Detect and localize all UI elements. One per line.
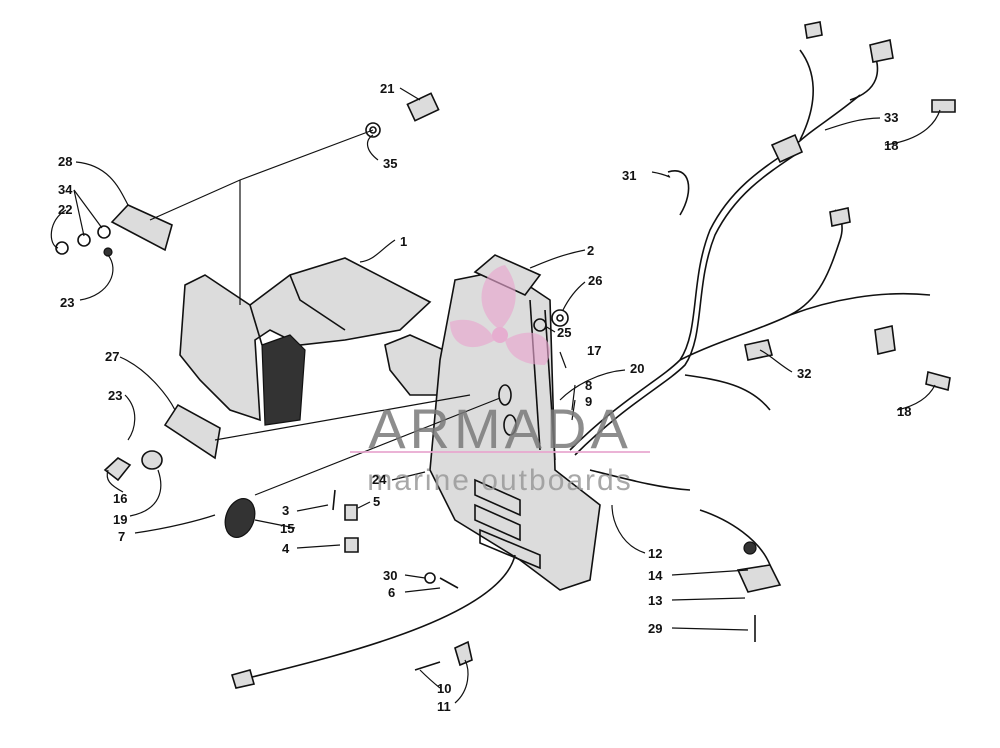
callout-18-upper: 18: [884, 138, 898, 153]
connector-18-lower: [925, 370, 951, 392]
mount-plate-28: [110, 204, 173, 252]
console-housing: [179, 257, 472, 426]
callout-5: 5: [373, 494, 380, 509]
callout-11: 11: [437, 699, 451, 714]
terminal-block-13: [736, 541, 782, 642]
callout-12: 12: [648, 546, 662, 561]
callout-28: 28: [58, 154, 72, 169]
callout-24: 24: [372, 472, 387, 487]
callout-18-lower: 18: [897, 404, 911, 419]
callout-23-lower: 23: [108, 388, 122, 403]
switch-16-19: [103, 450, 163, 482]
callout-22: 22: [58, 202, 72, 217]
connector-10-11: [414, 640, 473, 671]
callout-6: 6: [388, 585, 395, 600]
callout-14: 14: [648, 568, 663, 583]
nut-26: [533, 309, 569, 332]
callout-19: 19: [113, 512, 127, 527]
callout-13: 13: [648, 593, 662, 608]
watermark-subtitle: marine outboards: [367, 464, 632, 497]
callout-7: 7: [118, 529, 125, 544]
callout-34: 34: [58, 182, 73, 197]
callout-27: 27: [105, 349, 119, 364]
callout-35: 35: [383, 156, 397, 171]
clip-31: [667, 170, 690, 216]
callout-labels: 21 35 28 34 22 23 1 2 26 25 17 20 8 9 27…: [58, 81, 911, 714]
screw-6-30: [424, 572, 459, 589]
watermark-title: ARMADA: [368, 397, 632, 460]
callout-16: 16: [113, 491, 127, 506]
callout-25: 25: [557, 325, 571, 340]
washers-22-34: [55, 225, 113, 257]
leader-lines: [50, 87, 941, 704]
callout-8: 8: [585, 378, 592, 393]
wiring-harness: [230, 21, 931, 689]
switch-21: [365, 92, 440, 138]
connector-18-upper: [931, 99, 956, 113]
callout-26: 26: [588, 273, 602, 288]
lens-15: [224, 498, 256, 538]
clips-3-4-5: [332, 489, 359, 553]
armada-watermark: ARMADA marine outboards: [350, 265, 650, 497]
callout-32: 32: [797, 366, 811, 381]
callout-15: 15: [280, 521, 294, 536]
propeller-logo: [450, 265, 551, 365]
callout-20: 20: [630, 361, 644, 376]
callout-30: 30: [383, 568, 397, 583]
callout-17: 17: [587, 343, 601, 358]
callout-31: 31: [622, 168, 636, 183]
mount-plate-27: [163, 403, 221, 460]
callout-29: 29: [648, 621, 662, 636]
callout-9: 9: [585, 394, 592, 409]
callout-33: 33: [884, 110, 898, 125]
callout-3: 3: [282, 503, 289, 518]
callout-4: 4: [282, 541, 290, 556]
callout-2: 2: [587, 243, 594, 258]
callout-21: 21: [380, 81, 394, 96]
callout-1: 1: [400, 234, 407, 249]
callout-23-upper: 23: [60, 295, 74, 310]
callout-10: 10: [437, 681, 451, 696]
